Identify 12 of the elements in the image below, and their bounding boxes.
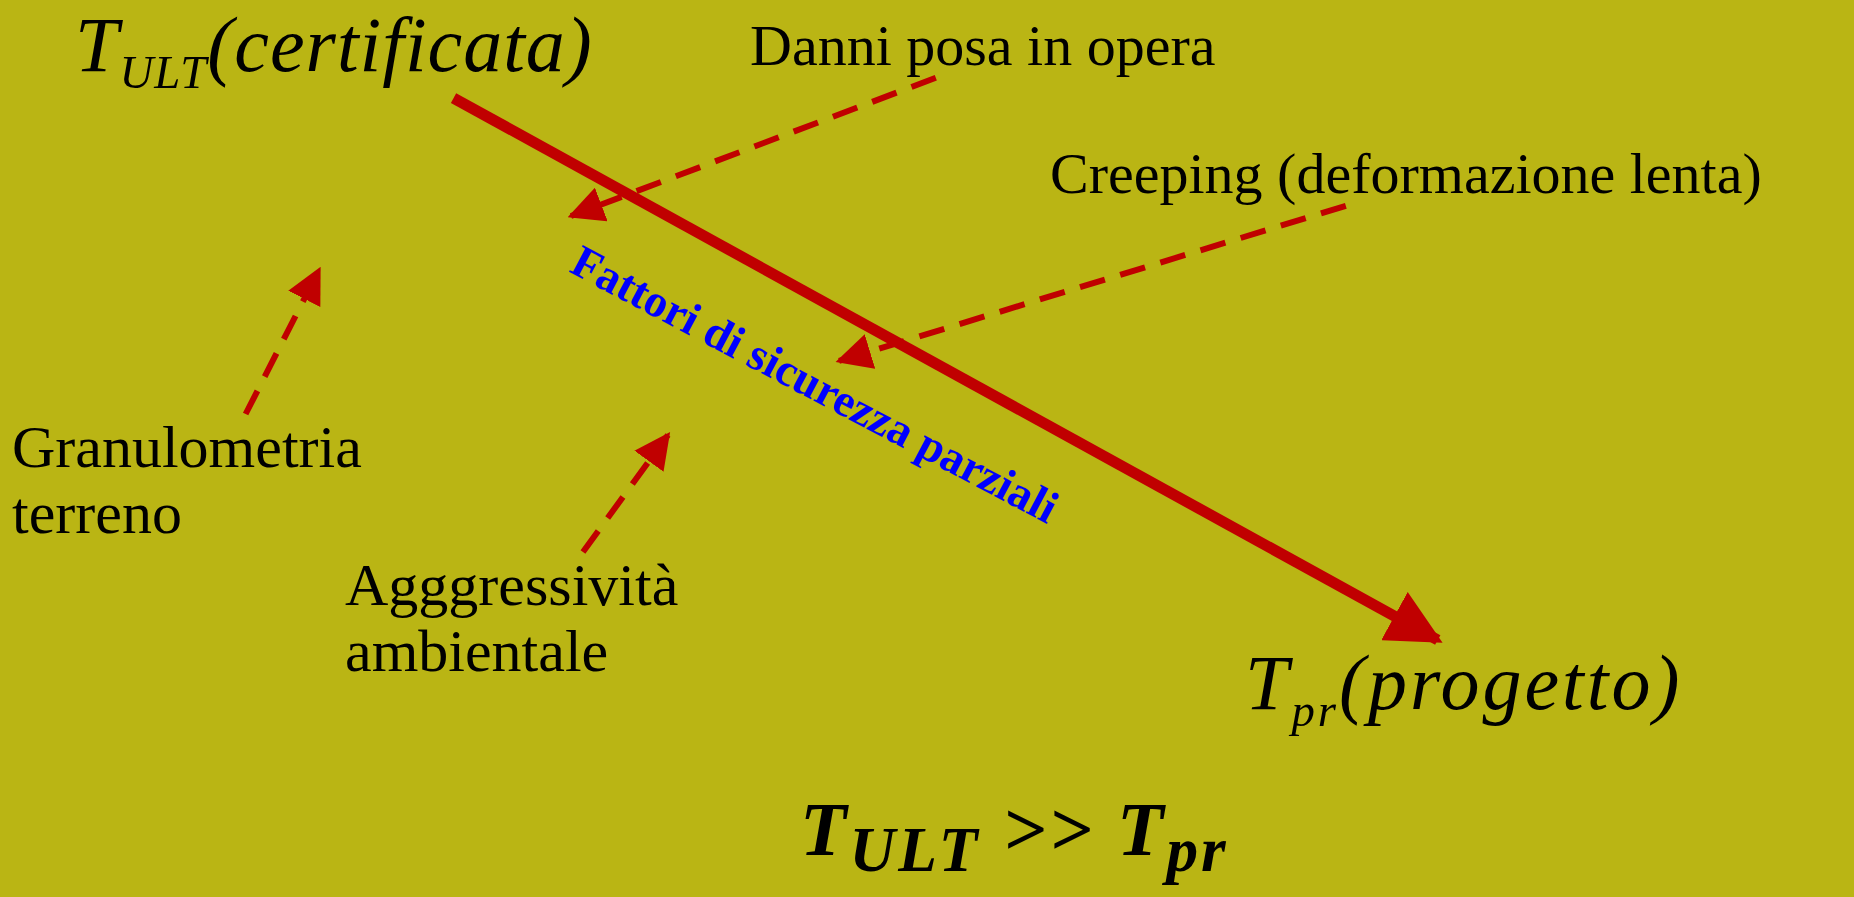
dashed-arrow <box>567 75 937 222</box>
dashed-arrow <box>580 432 671 554</box>
factor-label: Danni posa in opera <box>750 14 1290 78</box>
formula-label: T$_{pr}$(progetto) <box>1245 640 1805 737</box>
factor-label: Granulometria terreno <box>12 414 412 546</box>
dashed-arrow <box>835 202 1347 369</box>
arrow <box>450 93 1443 645</box>
factor-label: Creeping (deformazione lenta) <box>1050 142 1850 206</box>
formula-label: T$_{ULT}$(certificata) <box>75 2 695 99</box>
factor-label: Agggressività ambientale <box>345 552 725 684</box>
dashed-arrow <box>242 266 322 416</box>
formula-label: T$_{ULT}$ >> T$_{pr}$ <box>800 786 1229 888</box>
